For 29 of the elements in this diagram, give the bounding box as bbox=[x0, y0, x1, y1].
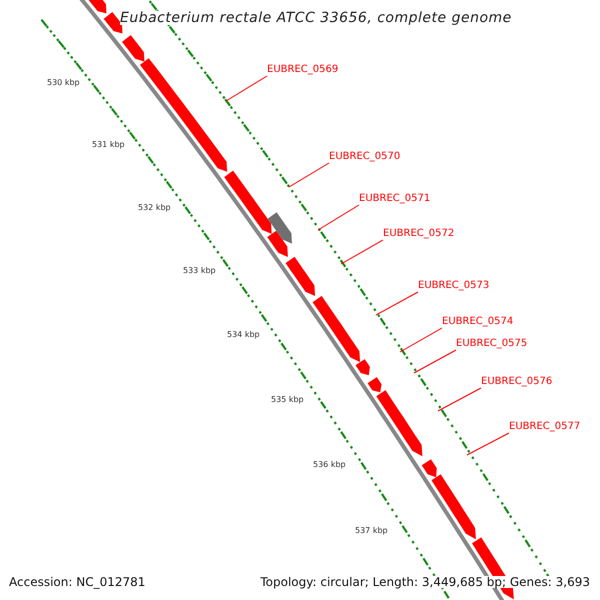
gene-label: EUBREC_0570 bbox=[329, 152, 400, 162]
leader-line bbox=[466, 432, 510, 456]
scale-label: 535 kbp bbox=[271, 396, 304, 404]
leader-line bbox=[226, 76, 268, 102]
scale-label: 532 kbp bbox=[138, 204, 171, 212]
gene-label: EUBREC_0569 bbox=[267, 65, 338, 75]
genome-info-text: Topology: circular; Length: 3,449,685 bp; Genes: 3,693 bbox=[260, 576, 590, 588]
diagram-title: Eubacterium rectale ATCC 33656, complete genome bbox=[120, 11, 512, 25]
gene-label: EUBREC_0571 bbox=[359, 194, 430, 204]
leader-line bbox=[400, 328, 442, 352]
scale-label: 536 kbp bbox=[313, 461, 346, 469]
leader-line bbox=[340, 240, 384, 264]
gene-label: EUBREC_0577 bbox=[509, 422, 580, 432]
scale-label: 537 kbp bbox=[355, 527, 388, 535]
gene-label: EUBREC_0576 bbox=[481, 377, 552, 387]
scale-label: 534 kbp bbox=[227, 331, 260, 339]
leader-line bbox=[438, 388, 482, 412]
gene-label: EUBREC_0575 bbox=[456, 339, 528, 349]
gene-label: EUBREC_0572 bbox=[383, 229, 454, 239]
gene-label: EUBREC_0574 bbox=[442, 317, 514, 327]
scale-label: 533 kbp bbox=[183, 267, 216, 275]
scale-label: 531 kbp bbox=[92, 141, 125, 149]
leader-line bbox=[376, 292, 418, 316]
accession-text: Accession: NC_012781 bbox=[9, 576, 146, 588]
leader-line bbox=[288, 162, 330, 188]
leader-line bbox=[414, 350, 456, 374]
gene-label: EUBREC_0573 bbox=[418, 281, 490, 291]
scale-label: 530 kbp bbox=[47, 79, 80, 87]
leader-line bbox=[318, 204, 360, 230]
